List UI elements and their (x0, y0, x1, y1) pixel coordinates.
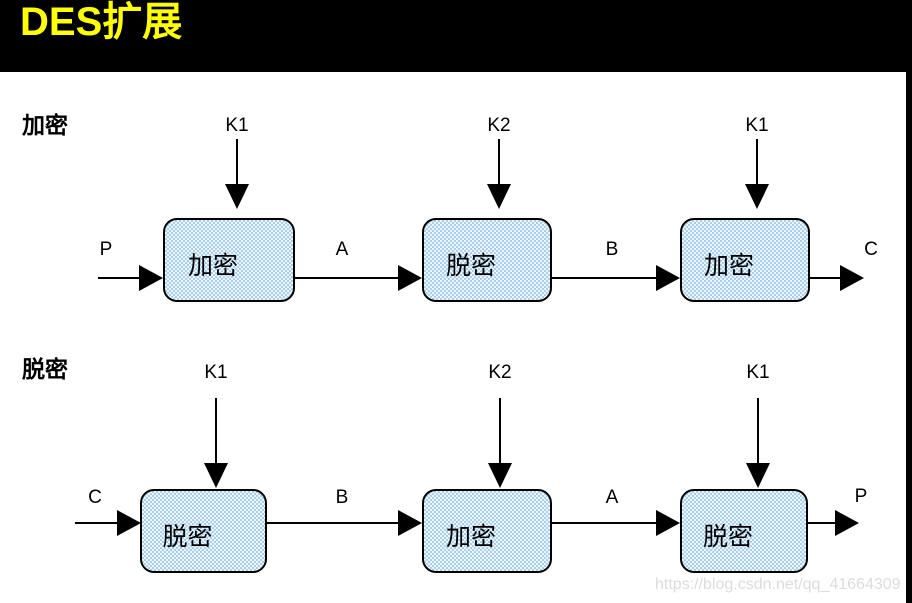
key-arrow-line (498, 139, 500, 185)
arrow-down-icon (204, 463, 228, 488)
signal-label-c: C (88, 487, 102, 508)
cipher-box-label: 加密 (445, 523, 496, 551)
flow-line (552, 522, 657, 524)
cipher-box-label: 脱密 (162, 523, 213, 551)
flow-line (75, 522, 118, 524)
cipher-box-encrypt: 加密 (163, 218, 295, 302)
arrow-right-icon (117, 510, 141, 536)
row-label-decrypt: 脱密 (22, 356, 68, 382)
key-arrow-line (236, 139, 238, 185)
signal-label-a: A (335, 239, 349, 260)
signal-label-a: A (605, 487, 619, 508)
arrow-down-icon (487, 184, 511, 209)
signal-label-p: P (99, 239, 113, 260)
key-label-k1: K1 (204, 362, 228, 383)
key-label-k2: K2 (487, 115, 511, 136)
flow-line (267, 522, 399, 524)
arrow-right-icon (656, 265, 680, 291)
cipher-box-decrypt: 脱密 (680, 489, 808, 573)
arrow-right-icon (835, 510, 859, 536)
arrow-down-icon (745, 184, 769, 209)
key-arrow-line (757, 398, 759, 463)
arrow-right-icon (398, 265, 422, 291)
cipher-box-label: 加密 (187, 252, 238, 280)
signal-label-b: B (605, 239, 619, 260)
cipher-box-encrypt: 加密 (422, 489, 552, 573)
arrow-down-icon (746, 463, 770, 488)
key-label-k2: K2 (488, 362, 512, 383)
arrow-right-icon (656, 510, 680, 536)
signal-label-b: B (335, 487, 349, 508)
key-label-k1: K1 (225, 115, 249, 136)
arrow-right-icon (398, 510, 422, 536)
arrow-right-icon (139, 265, 163, 291)
cipher-box-encrypt: 加密 (680, 218, 810, 302)
signal-label-p: P (854, 486, 868, 507)
cipher-box-label: 脱密 (702, 523, 753, 551)
cipher-box-label: 脱密 (445, 252, 496, 280)
key-arrow-line (499, 398, 501, 463)
flow-line (98, 277, 140, 279)
key-arrow-line (756, 139, 758, 185)
flow-line (552, 277, 657, 279)
cipher-box-label: 加密 (703, 252, 754, 280)
key-label-k1: K1 (746, 362, 770, 383)
flow-line (808, 522, 836, 524)
arrow-down-icon (225, 184, 249, 209)
cipher-box-decrypt: 脱密 (140, 489, 267, 573)
signal-label-c: C (864, 239, 878, 260)
flow-line (295, 277, 399, 279)
right-border-strip (906, 0, 912, 603)
key-arrow-line (215, 398, 217, 463)
row-label-encrypt: 加密 (22, 112, 68, 138)
arrow-right-icon (840, 265, 864, 291)
arrow-down-icon (488, 463, 512, 488)
slide-title: DES扩展 (20, 0, 183, 44)
key-label-k1: K1 (745, 115, 769, 136)
watermark: https://blog.csdn.net/qq_41664309 (655, 576, 901, 593)
cipher-box-decrypt: 脱密 (422, 218, 552, 302)
title-banner: DES扩展 (0, 0, 912, 72)
flow-line (810, 277, 841, 279)
